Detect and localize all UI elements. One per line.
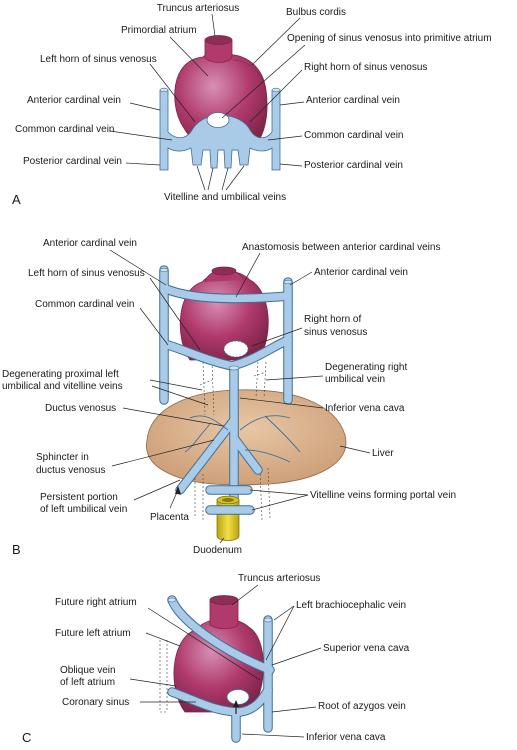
label-b-persistent-2: of left umbilical vein (40, 504, 127, 515)
label-b-anterior-cardinal-left: Anterior cardinal vein (43, 238, 137, 249)
label-b-degen-left-2: umbilical and vitelline veins (2, 381, 123, 392)
panel-c-letter: C (22, 730, 31, 745)
label-c-oblique-vein-2: of left atrium (60, 677, 115, 688)
label-a-posterior-cardinal-left: Posterior cardinal vein (23, 156, 122, 167)
label-a-common-cardinal-left: Common cardinal vein (15, 124, 115, 135)
label-c-left-brachiocephalic: Left brachiocephalic vein (296, 600, 406, 611)
label-c-future-left-atrium: Future left atrium (55, 628, 131, 639)
label-b-degen-right-2: umbilical vein (325, 374, 385, 385)
label-b-degen-left-1: Degenerating proximal left (2, 369, 119, 380)
label-b-right-horn-1: Right horn of (304, 314, 361, 325)
label-b-vitelline-portal: Vitelline veins forming portal vein (310, 490, 456, 501)
label-b-persistent-1: Persistent portion (40, 492, 118, 503)
label-a-left-horn: Left horn of sinus venosus (40, 54, 157, 65)
panel-a: Truncus arteriosus Bulbus cordis Primord… (12, 3, 492, 207)
panel-c: Truncus arteriosus Future right atrium L… (22, 573, 410, 745)
ivc-arrow (233, 700, 239, 707)
label-a-common-cardinal-right: Common cardinal vein (304, 130, 404, 141)
label-a-anterior-cardinal-left: Anterior cardinal vein (27, 95, 121, 106)
panel-b: Anterior cardinal vein Anastomosis betwe… (2, 238, 456, 557)
label-b-anterior-cardinal-right: Anterior cardinal vein (314, 267, 408, 278)
label-a-posterior-cardinal-right: Posterior cardinal vein (304, 160, 403, 171)
label-b-ductus-venosus: Ductus venosus (45, 403, 116, 414)
label-a-bulbus: Bulbus cordis (286, 7, 346, 18)
label-b-sphincter-2: ductus venosus (36, 465, 106, 476)
panel-b-duodenum (205, 485, 255, 541)
panel-b-heart (179, 266, 269, 361)
label-b-liver: Liver (372, 448, 394, 459)
label-a-primordial-atrium: Primordial atrium (121, 25, 197, 36)
label-b-common-cardinal: Common cardinal vein (35, 299, 135, 310)
label-a-right-horn: Right horn of sinus venosus (304, 62, 427, 73)
label-b-anastomosis: Anastomosis between anterior cardinal ve… (242, 242, 440, 253)
label-c-oblique-vein-1: Oblique vein (60, 665, 116, 676)
label-b-placenta: Placenta (150, 512, 189, 523)
panel-b-liver (145, 389, 347, 486)
label-b-left-horn: Left horn of sinus venosus (28, 268, 145, 279)
placenta-arrow (175, 486, 181, 494)
label-b-right-horn-2: sinus venosus (304, 327, 367, 338)
label-a-opening-sinus: Opening of sinus venosus into primitive … (287, 33, 492, 44)
panel-a-veins (159, 87, 281, 171)
label-a-truncus: Truncus arteriosus (157, 3, 239, 14)
label-c-future-right-atrium: Future right atrium (55, 597, 137, 608)
label-b-degen-right-1: Degenerating right (325, 362, 407, 373)
panel-b-letter: B (12, 542, 21, 557)
label-a-vitelline-umbilical: Vitelline and umbilical veins (164, 192, 286, 203)
panel-a-letter: A (12, 192, 21, 207)
label-c-truncus: Truncus arteriosus (238, 573, 320, 584)
label-c-svc: Superior vena cava (323, 643, 410, 654)
label-c-ivc: Inferior vena cava (306, 732, 386, 743)
label-a-anterior-cardinal-right: Anterior cardinal vein (306, 95, 400, 106)
panel-b-veins (159, 265, 301, 521)
label-b-ivc: Inferior vena cava (325, 403, 405, 414)
label-b-duodenum: Duodenum (193, 545, 242, 556)
panel-c-veins (159, 595, 275, 743)
label-c-coronary-sinus: Coronary sinus (62, 697, 129, 708)
label-c-root-azygos: Root of azygos vein (318, 701, 406, 712)
label-b-sphincter-1: Sphincter in (36, 452, 89, 463)
